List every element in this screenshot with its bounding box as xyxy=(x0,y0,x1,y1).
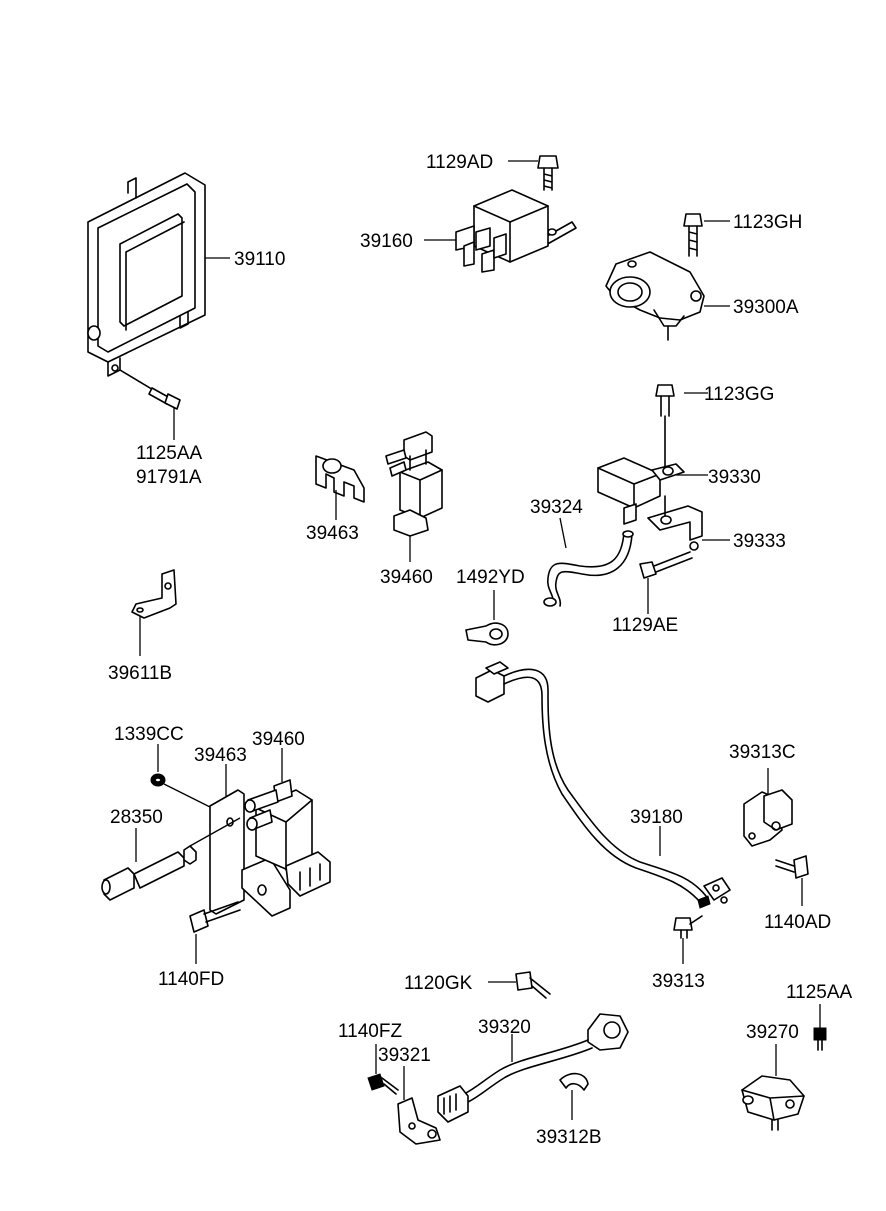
label-39324: 39324 xyxy=(530,497,583,518)
label-39312B: 39312B xyxy=(536,1127,602,1148)
harness-39180-drawing xyxy=(475,661,731,964)
label-39330: 39330 xyxy=(708,467,761,488)
label-39460-upper: 39460 xyxy=(380,567,433,588)
label-91791A: 91791A xyxy=(136,467,202,488)
label-1125AA-bottom: 1125AA xyxy=(786,982,853,1003)
label-39333: 39333 xyxy=(733,531,786,552)
label-1492YD: 1492YD xyxy=(456,567,525,588)
sensor-39270-drawing xyxy=(741,1004,827,1131)
label-39463-upper: 39463 xyxy=(306,523,359,544)
bolt-1120GK-drawing xyxy=(488,971,551,999)
label-1140AD: 1140AD xyxy=(764,912,831,933)
label-1125AA-top: 1125AA xyxy=(136,443,203,464)
label-39463-lower: 39463 xyxy=(194,745,247,766)
sensor-39330-drawing xyxy=(543,384,730,614)
label-39270: 39270 xyxy=(746,1022,799,1043)
label-1123GH: 1123GH xyxy=(733,212,802,233)
clip-1492YD-drawing xyxy=(465,590,509,646)
sensor-39300A-drawing xyxy=(605,213,730,341)
label-28350: 28350 xyxy=(110,807,163,828)
bracket-39321-drawing xyxy=(367,1044,441,1145)
label-1129AE: 1129AE xyxy=(612,615,678,636)
label-1140FZ: 1140FZ xyxy=(338,1021,402,1042)
solenoid-39460-upper-drawing xyxy=(315,431,443,562)
ecu-39110-drawing xyxy=(87,172,230,440)
label-39180: 39180 xyxy=(630,807,683,828)
label-39110: 39110 xyxy=(234,249,285,270)
label-39320: 39320 xyxy=(478,1017,531,1038)
sensor-39320-drawing xyxy=(437,1013,629,1123)
bracket-39611B-drawing xyxy=(131,569,177,656)
label-39611B: 39611B xyxy=(108,663,172,684)
relay-39160-drawing xyxy=(424,155,577,273)
label-1339CC: 1339CC xyxy=(114,724,184,745)
label-1129AD: 1129AD xyxy=(426,152,493,173)
label-1123GG: 1123GG xyxy=(704,384,774,405)
clip-39312B-drawing xyxy=(559,1072,589,1120)
solenoid-assembly-lower-drawing xyxy=(101,744,331,964)
label-39300A: 39300A xyxy=(733,297,799,318)
label-1140FD: 1140FD xyxy=(158,969,224,990)
sensor-39313C-drawing xyxy=(743,768,809,906)
label-39460-lower: 39460 xyxy=(252,729,305,750)
label-39313C: 39313C xyxy=(729,742,796,763)
label-39313: 39313 xyxy=(652,971,705,992)
label-39321: 39321 xyxy=(378,1045,431,1066)
label-1120GK: 1120GK xyxy=(404,973,473,994)
label-39160: 39160 xyxy=(360,231,413,252)
